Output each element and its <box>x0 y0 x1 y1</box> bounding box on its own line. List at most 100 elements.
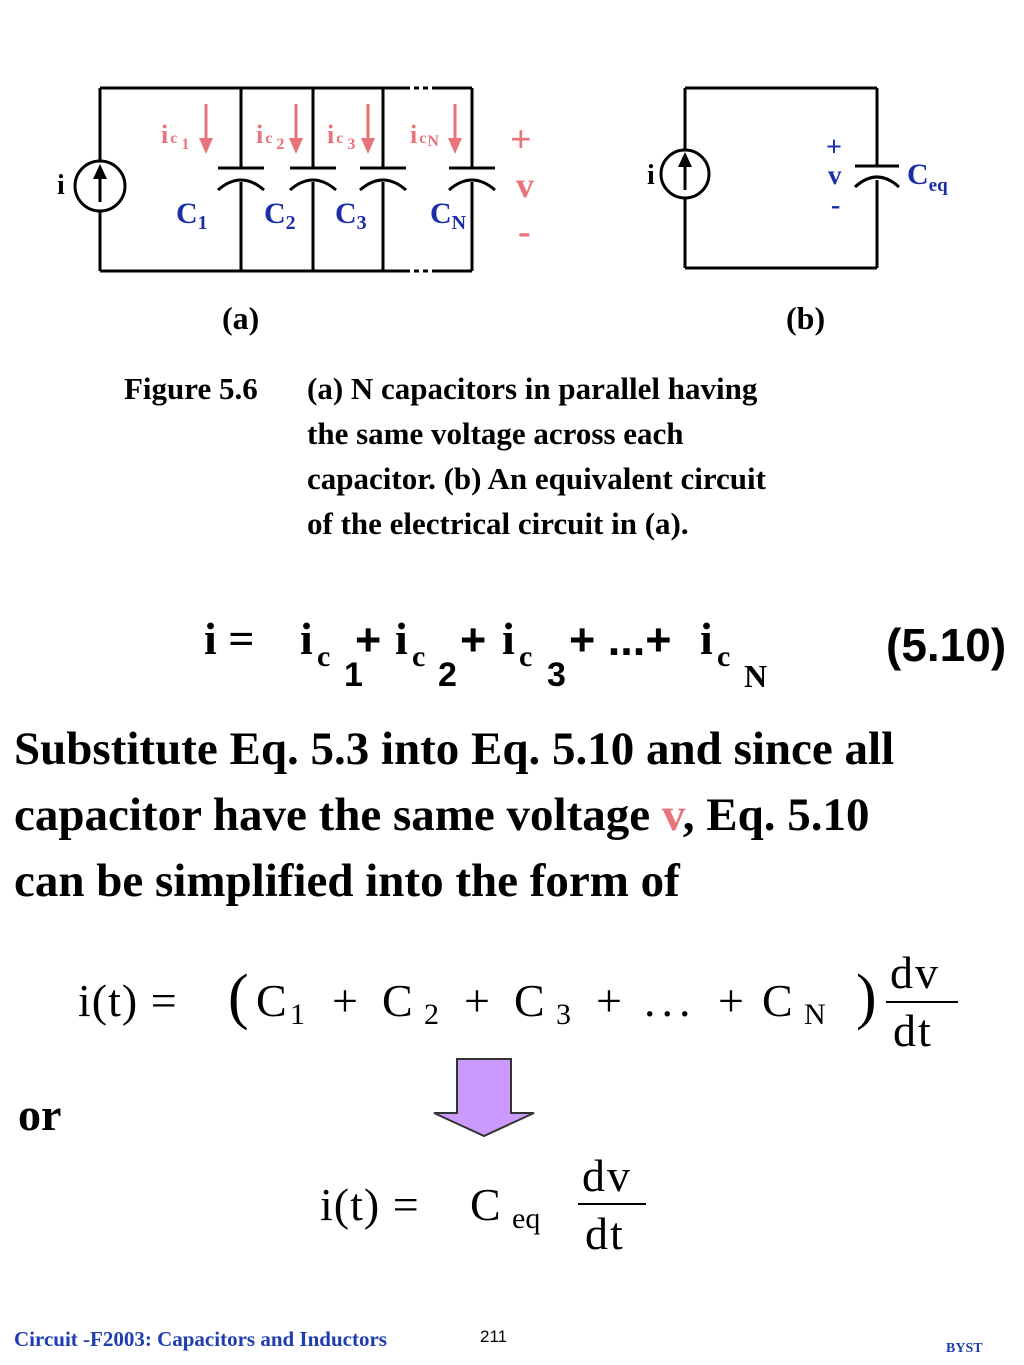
left-paren-icon: ( <box>228 963 249 1031</box>
capacitor-label-1-sub: 1 <box>197 212 208 234</box>
footer-author: BYST <box>946 1341 983 1356</box>
current-label-2-index: 2 <box>276 136 285 153</box>
eq510-term-1-op: + <box>355 614 382 665</box>
capacitor-label-2-main: C <box>264 197 286 230</box>
fraction-bar-ceq <box>578 1203 646 1205</box>
or-label: or <box>18 1089 62 1140</box>
capacitor-label-n-sub: N <box>451 212 467 234</box>
voltage-plus-a: + <box>510 119 532 161</box>
eq-sum-plus-4: + <box>718 975 744 1026</box>
eq-ceq-lhs: i(t) = <box>320 1179 420 1230</box>
equation-5-10: i = i c 1 + i c 2 + i c 3 + ...+ i c N (… <box>0 604 1024 704</box>
capacitor-label-2: C2 <box>264 197 296 234</box>
circuit-a <box>73 86 496 273</box>
paragraph-line-3: can be simplified into the form of <box>14 855 680 907</box>
current-label-n-main: i <box>410 120 418 149</box>
down-arrow-icon <box>433 1058 535 1138</box>
caption-line-4: of the electrical circuit in (a). <box>307 506 689 541</box>
caption-line-1: (a) N capacitors in parallel having <box>307 371 758 406</box>
eq510-term-3-op: + ...+ <box>569 614 672 665</box>
eq-sum-plus-2: + <box>464 975 490 1026</box>
eq510-term-3-sub: c <box>519 640 533 673</box>
current-label-1-main: i <box>161 120 169 149</box>
eq510-term-n-index: N <box>744 658 768 694</box>
capacitor-label-1: C1 <box>176 197 208 234</box>
current-label-2-main: i <box>256 120 264 149</box>
paragraph-line-2-after: , Eq. 5.10 <box>682 789 870 841</box>
capacitor-label-n: CN <box>430 197 467 234</box>
capacitor-label-eq-main: C <box>907 158 929 191</box>
capacitor-label-eq: Ceq <box>907 158 948 196</box>
source-label-b: i <box>647 160 655 191</box>
eq510-lhs: i = <box>204 613 255 664</box>
paragraph-line-2: capacitor have the same voltage v, Eq. 5… <box>14 782 1019 848</box>
footer-course-title: Circuit -F2003: Capacitors and Inductors <box>14 1327 387 1351</box>
eq-ceq-denominator: dt <box>585 1208 625 1259</box>
current-source-arrow-icon <box>93 164 107 202</box>
capacitor-label-3: C3 <box>335 197 367 234</box>
voltage-plus-b: + <box>826 132 842 163</box>
capacitor-label-2-sub: 2 <box>285 212 296 234</box>
eq-sum-c2: C <box>382 975 413 1026</box>
eq-sum-denominator: dt <box>893 1005 933 1056</box>
current-label-3-main: i <box>327 120 335 149</box>
paragraph-line-1: Substitute Eq. 5.3 into Eq. 5.10 and sin… <box>14 723 895 775</box>
fraction-bar <box>886 1001 958 1003</box>
eq-sum-c1-sub: 1 <box>290 998 305 1031</box>
eq510-term-n-main: i <box>700 613 713 664</box>
capacitor-label-3-sub: 3 <box>356 212 367 234</box>
figure-caption-label: Figure 5.6 <box>124 371 258 406</box>
right-paren-icon: ) <box>856 963 877 1031</box>
eq-sum-numerator: dv <box>890 947 940 998</box>
capacitor-label-eq-sub: eq <box>928 175 948 196</box>
eq-sum-cn: C <box>762 975 793 1026</box>
eq510-term-n-sub: c <box>717 640 731 673</box>
eq-sum-c3-sub: 3 <box>556 998 571 1031</box>
caption-line-3: capacitor. (b) An equivalent circuit <box>307 461 766 496</box>
eq-sum-c2-sub: 2 <box>424 998 439 1031</box>
page-number: 211 <box>480 1327 508 1346</box>
eq-sum-ellipsis: ... <box>644 975 697 1026</box>
eq510-term-2-sub: c <box>412 640 426 673</box>
voltage-minus-b: - <box>831 190 841 221</box>
voltage-variable: v <box>661 789 683 841</box>
circuit-b <box>659 86 901 270</box>
eq510-term-3-index: 3 <box>547 656 566 694</box>
eq510-term-1-sub: c <box>317 640 331 673</box>
current-label-3-sub: c <box>336 130 344 147</box>
figure-caption: (a) N capacitors in parallel having the … <box>307 366 907 546</box>
caption-line-2: the same voltage across each <box>307 416 684 451</box>
eq510-term-2-main: i <box>395 613 408 664</box>
current-arrows <box>199 104 462 154</box>
eq-sum-lhs: i(t) = <box>78 975 178 1026</box>
voltage-v-b: v <box>828 160 842 190</box>
eq-sum-c1: C <box>256 975 287 1026</box>
eq-sum-plus-3: + <box>596 975 622 1026</box>
body-paragraph: Substitute Eq. 5.3 into Eq. 5.10 and sin… <box>14 716 1019 914</box>
eq-sum-plus-1: + <box>332 975 358 1026</box>
eq-ceq-c: C <box>470 1179 501 1230</box>
eq-sum-cn-sub: N <box>804 998 826 1031</box>
source-label-a: i <box>57 170 65 201</box>
eq-sum-c3: C <box>514 975 545 1026</box>
eq510-number: (5.10) <box>886 619 1007 671</box>
current-label-2-sub: c <box>265 130 273 147</box>
eq510-term-2-op: + <box>460 614 487 665</box>
voltage-v-a: v <box>516 165 534 205</box>
equation-ceq: i(t) = C eq dv dt <box>0 1145 1024 1265</box>
current-source-arrow-icon-b <box>678 152 692 190</box>
panel-label-a: (a) <box>222 300 260 336</box>
eq-ceq-numerator: dv <box>582 1150 632 1201</box>
equation-sum: i(t) = ( C 1 + C 2 + C 3 + ... + C N ) d… <box>0 940 1024 1070</box>
eq510-term-1-main: i <box>300 613 313 664</box>
panel-label-b: (b) <box>786 300 826 336</box>
eq510-term-2-index: 2 <box>438 656 457 694</box>
eq-ceq-sub: eq <box>512 1202 541 1235</box>
capacitor-label-1-main: C <box>176 197 198 230</box>
eq510-term-1-index: 1 <box>344 656 363 694</box>
paragraph-line-2-before: capacitor have the same voltage <box>14 789 662 841</box>
